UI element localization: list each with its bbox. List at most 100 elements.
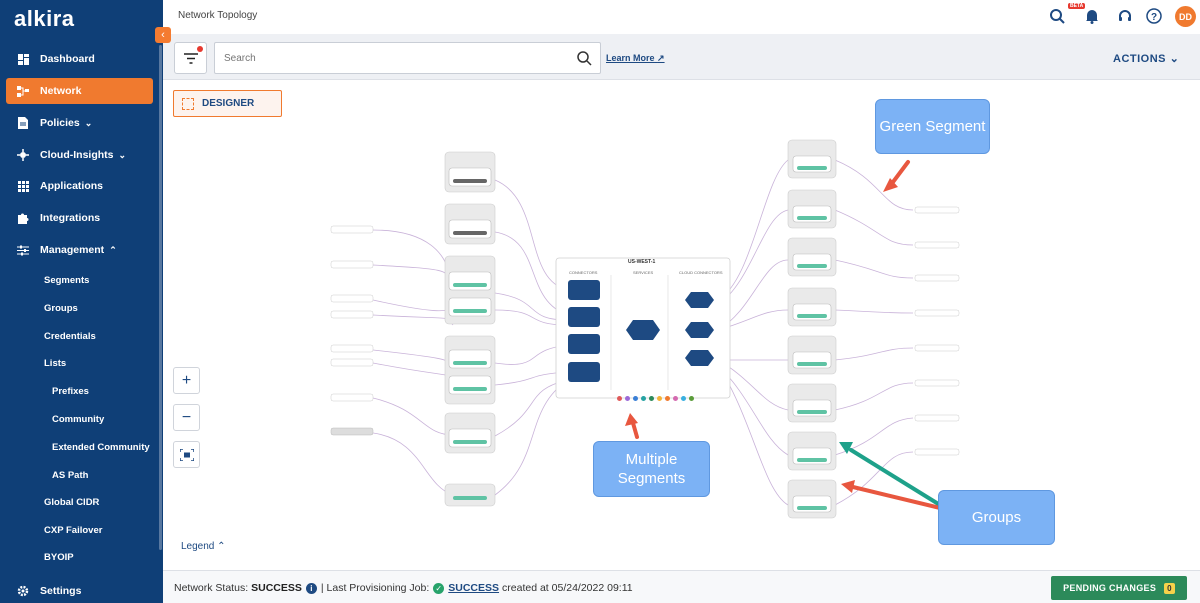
dashboard-icon: [16, 52, 30, 66]
sidebar: alkira Dashboard Network Policies ⌄ C: [0, 0, 163, 603]
page-title: Network Topology: [178, 10, 258, 21]
sidebar-sub-segments[interactable]: Segments: [44, 275, 90, 286]
cxp-column-connectors: CONNECTORS: [569, 270, 598, 275]
cxp-column-services: SERVICES: [633, 270, 654, 275]
segment-dot[interactable]: [625, 396, 630, 401]
sidebar-sub-byoip[interactable]: BYOIP: [44, 552, 74, 563]
alkira-logo[interactable]: alkira: [14, 6, 75, 31]
policies-icon: [16, 116, 30, 130]
chevron-up-icon: ⌃: [217, 541, 226, 552]
network-icon: [16, 84, 30, 98]
bell-icon[interactable]: [1083, 7, 1101, 25]
chevron-down-icon: ⌄: [84, 117, 93, 128]
filter-active-dot: [197, 46, 203, 52]
sidebar-item-policies[interactable]: Policies ⌄: [6, 110, 153, 136]
sidebar-item-label: Dashboard: [40, 53, 95, 65]
sidebar-item-label: Management: [40, 244, 105, 256]
cloud-insights-icon: [16, 148, 30, 162]
learn-more-link[interactable]: Learn More ↗: [606, 53, 665, 63]
sidebar-sub-lists[interactable]: Lists: [44, 358, 67, 369]
callout-arrows: [625, 160, 942, 510]
legend-toggle[interactable]: Legend ⌃: [181, 541, 226, 552]
applications-icon: [16, 179, 30, 193]
sidebar-sub-groups[interactable]: Groups: [44, 303, 78, 314]
sidebar-item-label: Settings: [40, 585, 82, 597]
sidebar-sub-global-cidr[interactable]: Global CIDR: [44, 497, 100, 508]
segment-dot[interactable]: [673, 396, 678, 401]
top-bar: Network Topology: [163, 0, 1200, 34]
segment-dot[interactable]: [657, 396, 662, 401]
svg-text:?: ?: [1151, 12, 1157, 23]
callout-green-segment: Green Segment: [875, 99, 990, 154]
search-input[interactable]: [224, 43, 564, 73]
sidebar-sub-credentials[interactable]: Credentials: [44, 331, 96, 342]
segment-dot[interactable]: [665, 396, 670, 401]
pending-count-badge: 0: [1164, 582, 1175, 594]
plus-icon: +: [181, 371, 192, 389]
sidebar-item-settings[interactable]: Settings: [6, 578, 153, 603]
sidebar-scrollbar[interactable]: [159, 45, 162, 550]
sidebar-item-applications[interactable]: Applications: [6, 173, 153, 199]
search-icon[interactable]: [576, 50, 592, 66]
sliders-icon: [16, 243, 30, 257]
segment-dot[interactable]: [649, 396, 654, 401]
avatar[interactable]: DD: [1175, 6, 1196, 27]
minus-icon: −: [181, 408, 192, 426]
sidebar-item-network[interactable]: Network: [6, 78, 153, 104]
sidebar-sub-extended-community[interactable]: Extended Community: [52, 442, 150, 453]
external-link-icon: ↗: [657, 53, 665, 63]
designer-button[interactable]: DESIGNER: [173, 90, 282, 117]
actions-dropdown[interactable]: ACTIONS ⌄: [1113, 53, 1180, 65]
network-status-value: SUCCESS: [251, 582, 302, 594]
topology-canvas[interactable]: US-WEST-1 CONNECTORS SERVICES CLOUD CONN…: [163, 80, 1200, 570]
sidebar-sub-prefixes[interactable]: Prefixes: [52, 386, 89, 397]
designer-icon: [182, 97, 194, 110]
status-bar: Network Status: SUCCESS i | Last Provisi…: [163, 570, 1200, 603]
sidebar-item-integrations[interactable]: Integrations: [6, 205, 153, 231]
help-icon[interactable]: ?: [1145, 7, 1163, 25]
fit-screen-icon: [179, 448, 194, 461]
provisioning-created-at: created at 05/24/2022 09:11: [502, 582, 633, 594]
sidebar-item-label: Applications: [40, 180, 104, 192]
cxp-title: US-WEST-1: [628, 259, 656, 265]
segment-dot[interactable]: [641, 396, 646, 401]
search-beta-icon[interactable]: [1048, 7, 1066, 25]
right-segment-groups: [787, 139, 837, 519]
callout-groups: Groups: [938, 490, 1055, 545]
sidebar-item-label: Network: [40, 85, 82, 97]
provisioning-job-link[interactable]: SUCCESS: [448, 582, 500, 594]
sidebar-item-cloud-insights[interactable]: Cloud-Insights ⌄: [6, 142, 153, 168]
sidebar-item-dashboard[interactable]: Dashboard: [6, 46, 153, 72]
sidebar-sub-cxp-failover[interactable]: CXP Failover: [44, 525, 103, 536]
right-prefix-labels: [914, 206, 960, 456]
sidebar-sub-community[interactable]: Community: [52, 414, 105, 425]
sidebar-sub-as-path[interactable]: AS Path: [52, 470, 89, 481]
filter-button[interactable]: [174, 42, 207, 74]
puzzle-icon: [16, 211, 30, 225]
fit-to-screen-button[interactable]: [173, 441, 200, 468]
left-connector-groups: [444, 151, 496, 507]
callout-multiple-segments: Multiple Segments: [593, 441, 710, 497]
segment-dot[interactable]: [681, 396, 686, 401]
chevron-down-icon: ⌄: [118, 149, 127, 160]
sidebar-item-label: Integrations: [40, 212, 101, 224]
cxp-column-cloud-connectors: CLOUD CONNECTORS: [679, 270, 723, 275]
support-icon[interactable]: [1116, 7, 1134, 25]
sidebar-item-label: Cloud-Insights: [40, 149, 114, 161]
segment-dot[interactable]: [617, 396, 622, 401]
sidebar-item-label: Policies: [40, 117, 80, 129]
zoom-in-button[interactable]: +: [173, 367, 200, 394]
toolbar: Learn More ↗ ACTIONS ⌄: [163, 34, 1200, 80]
network-status: Network Status: SUCCESS i | Last Provisi…: [174, 582, 633, 594]
segment-dot[interactable]: [689, 396, 694, 401]
info-icon[interactable]: i: [305, 582, 317, 594]
sidebar-item-management[interactable]: Management ⌃: [6, 237, 153, 263]
gear-icon: [16, 584, 30, 598]
segment-dots: [617, 396, 694, 401]
zoom-out-button[interactable]: −: [173, 404, 200, 431]
sidebar-collapse-button[interactable]: ‹: [155, 27, 171, 43]
pending-changes-button[interactable]: PENDING CHANGES 0: [1051, 576, 1187, 600]
search-box: [214, 42, 601, 74]
segment-dot[interactable]: [633, 396, 638, 401]
